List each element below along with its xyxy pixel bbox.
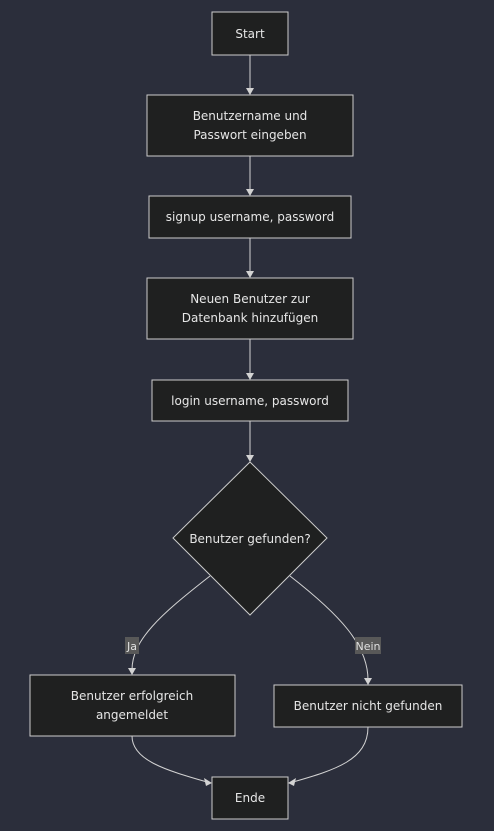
- edge-label-yes: Ja: [125, 637, 139, 654]
- node-enter-label-line2: Passwort eingeben: [193, 128, 306, 142]
- node-login-label: login username, password: [171, 394, 329, 408]
- node-success-label-line2: angemeldet: [96, 708, 168, 722]
- arrowhead-decision: [246, 455, 254, 462]
- node-decision-label: Benutzer gefunden?: [189, 532, 310, 546]
- edge-label-no: Nein: [355, 637, 381, 654]
- node-success: Benutzer erfolgreich angemeldet: [29, 674, 236, 737]
- edge-label-no-text: Nein: [355, 640, 380, 653]
- node-signup: signup username, password: [148, 195, 352, 239]
- edge-label-yes-text: Ja: [126, 640, 137, 653]
- arrowhead-add: [246, 271, 254, 278]
- node-end-label: Ende: [235, 791, 265, 805]
- node-decision: Benutzer gefunden?: [172, 461, 328, 616]
- arrowhead-enter: [246, 88, 254, 95]
- arrowhead-signup: [246, 189, 254, 196]
- edge-decision-to-notfound: [289, 575, 369, 681]
- node-signup-label: signup username, password: [166, 210, 334, 224]
- node-add-user: Neuen Benutzer zur Datenbank hinzufügen: [146, 277, 354, 340]
- node-notfound-label: Benutzer nicht gefunden: [294, 699, 443, 713]
- edge-decision-to-success: [131, 575, 211, 671]
- edge-success-to-end: [131, 735, 208, 783]
- node-not-found: Benutzer nicht gefunden: [273, 684, 463, 728]
- edges: [128, 55, 372, 786]
- edge-notfound-to-end: [292, 726, 369, 783]
- arrowhead-login: [246, 373, 254, 380]
- node-enter-credentials: Benutzername und Passwort eingeben: [146, 94, 354, 157]
- arrowhead-success: [128, 668, 136, 675]
- arrowhead-end-left: [204, 778, 212, 786]
- arrowhead-notfound: [364, 678, 372, 685]
- node-add-label-line1: Neuen Benutzer zur: [190, 292, 310, 306]
- arrowhead-end-right: [288, 778, 296, 786]
- node-start: Start: [211, 11, 289, 56]
- node-start-label: Start: [235, 27, 265, 41]
- node-enter-label-line1: Benutzername und: [193, 109, 308, 123]
- node-success-label-line1: Benutzer erfolgreich: [71, 689, 193, 703]
- node-end: Ende: [211, 776, 289, 820]
- node-login: login username, password: [151, 379, 349, 422]
- node-add-label-line2: Datenbank hinzufügen: [182, 311, 319, 325]
